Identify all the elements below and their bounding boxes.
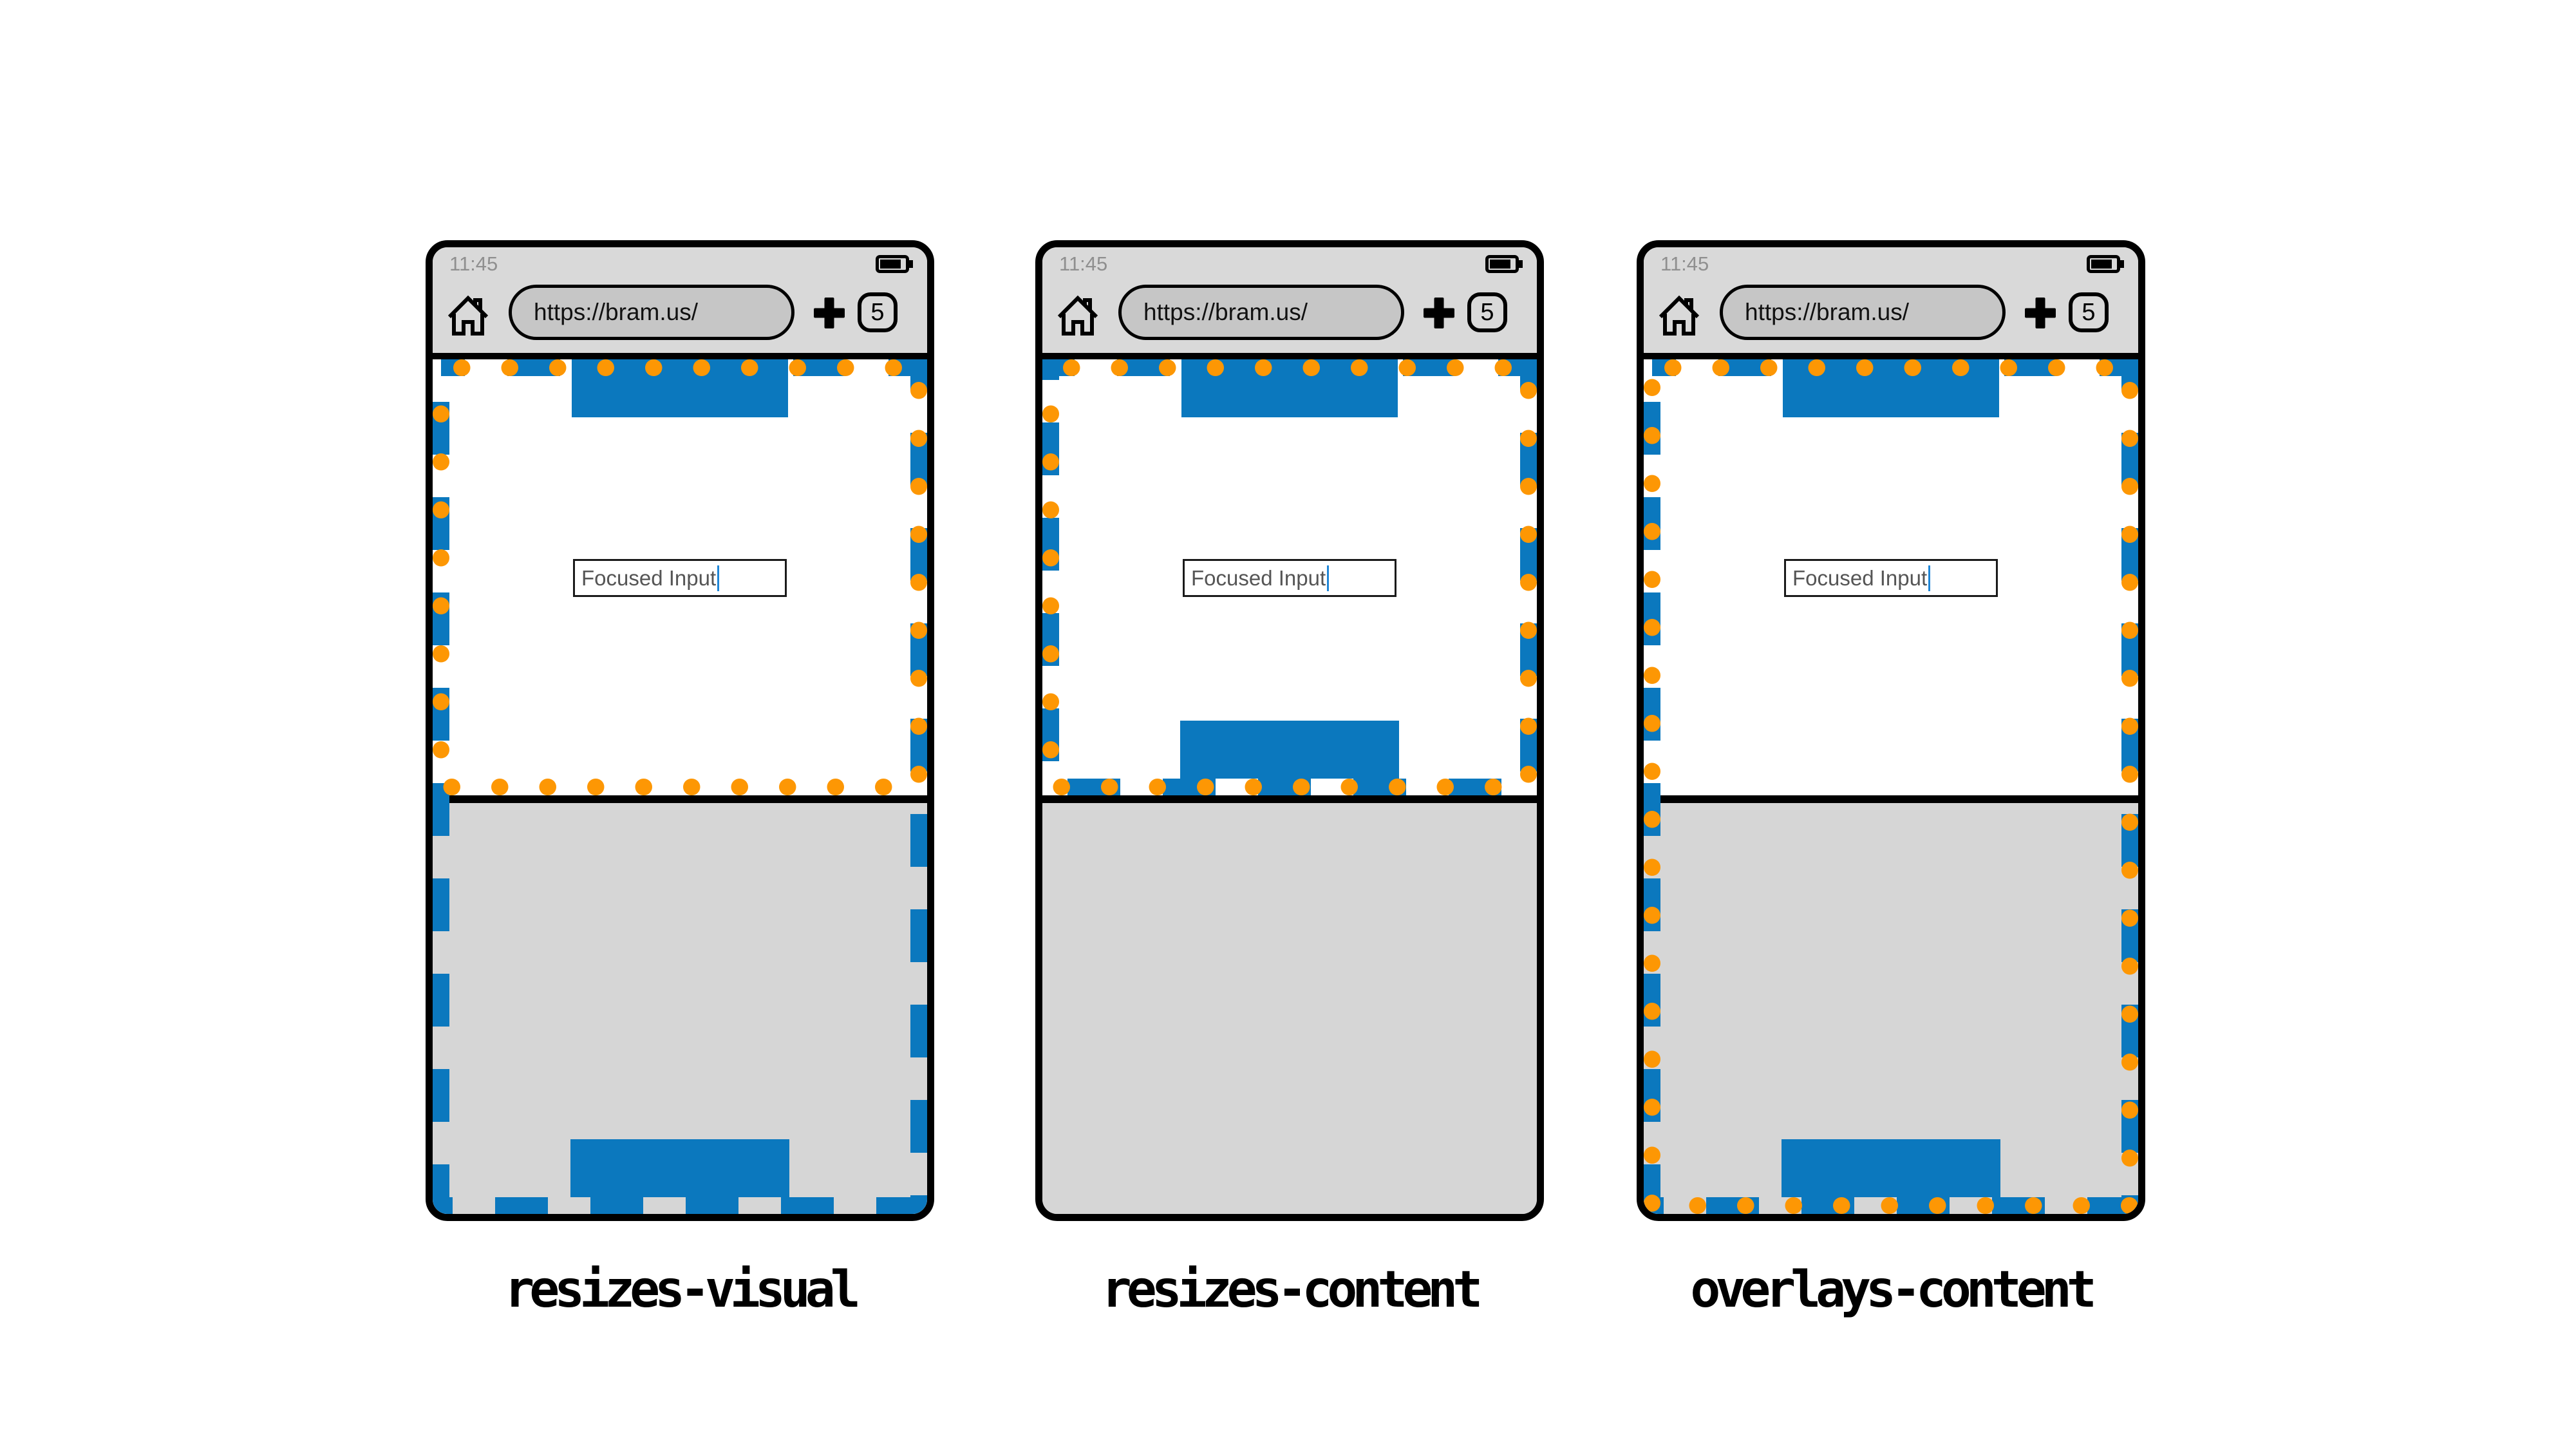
url-text: https://bram.us/ bbox=[1745, 299, 1909, 325]
browser-chrome: 11:45 https://bram.us/ bbox=[1644, 247, 2138, 353]
plus-icon[interactable] bbox=[1424, 298, 1454, 328]
figure-resizes-visual: 11:45 https://bram.us/ bbox=[426, 240, 934, 1335]
text-caret bbox=[1327, 565, 1330, 591]
tab-count: 5 bbox=[2082, 298, 2096, 326]
text-caret bbox=[717, 565, 720, 591]
focused-input-value: Focused Input bbox=[581, 565, 717, 590]
header-element bbox=[572, 359, 788, 417]
browser-chrome: 11:45 https://bram.us/ bbox=[1042, 247, 1537, 353]
tab-counter[interactable]: 5 bbox=[858, 292, 898, 332]
tab-count: 5 bbox=[870, 298, 885, 326]
url-text: https://bram.us/ bbox=[1143, 299, 1308, 325]
url-bar[interactable]: https://bram.us/ bbox=[1720, 285, 2006, 340]
battery-icon bbox=[876, 255, 913, 273]
phone-label: overlays-content bbox=[1690, 1261, 2096, 1319]
virtual-keyboard[interactable] bbox=[1644, 795, 2138, 1214]
home-icon[interactable] bbox=[446, 292, 491, 336]
url-bar[interactable]: https://bram.us/ bbox=[1118, 285, 1404, 340]
tab-counter[interactable]: 5 bbox=[2069, 292, 2109, 332]
browser-chrome: 11:45 https://bram.us/ bbox=[433, 247, 927, 353]
text-caret bbox=[1928, 565, 1931, 591]
url-text: https://bram.us/ bbox=[534, 299, 698, 325]
header-element bbox=[1181, 359, 1398, 417]
status-time: 11:45 bbox=[449, 252, 498, 275]
home-icon[interactable] bbox=[1055, 292, 1100, 336]
header-element bbox=[1783, 359, 1999, 417]
focused-input-value: Focused Input bbox=[1792, 565, 1928, 590]
virtual-keyboard[interactable] bbox=[433, 795, 927, 1214]
tab-counter[interactable]: 5 bbox=[1467, 292, 1507, 332]
plus-icon[interactable] bbox=[814, 298, 845, 328]
tab-count: 5 bbox=[1480, 298, 1494, 326]
chrome-divider bbox=[433, 353, 927, 359]
virtual-keyboard[interactable] bbox=[1042, 795, 1537, 1214]
focused-input[interactable]: Focused Input bbox=[573, 559, 787, 597]
figure-resizes-content: 11:45 https://bram.us/ bbox=[1035, 240, 1544, 1335]
phone-label: resizes-content bbox=[1101, 1261, 1483, 1319]
status-time: 11:45 bbox=[1059, 252, 1108, 275]
phone-mockup-resizes-visual: 11:45 https://bram.us/ bbox=[426, 240, 934, 1221]
phone-mockup-resizes-content: 11:45 https://bram.us/ bbox=[1035, 240, 1544, 1221]
focused-input[interactable]: Focused Input bbox=[1784, 559, 1998, 597]
chrome-divider bbox=[1042, 353, 1537, 359]
plus-icon[interactable] bbox=[2025, 298, 2056, 328]
focused-input[interactable]: Focused Input bbox=[1183, 559, 1396, 597]
status-time: 11:45 bbox=[1660, 252, 1709, 275]
battery-icon bbox=[1485, 255, 1523, 273]
chrome-divider bbox=[1644, 353, 2138, 359]
battery-icon bbox=[2087, 255, 2124, 273]
url-bar[interactable]: https://bram.us/ bbox=[509, 285, 794, 340]
figure-overlays-content: 11:45 https://bram.us/ bbox=[1637, 240, 2145, 1335]
phone-label: resizes-visual bbox=[504, 1261, 860, 1319]
footer-element bbox=[1180, 721, 1399, 779]
home-icon[interactable] bbox=[1657, 292, 1702, 336]
focused-input-value: Focused Input bbox=[1191, 565, 1326, 590]
phone-mockup-overlays-content: 11:45 https://bram.us/ bbox=[1637, 240, 2145, 1221]
